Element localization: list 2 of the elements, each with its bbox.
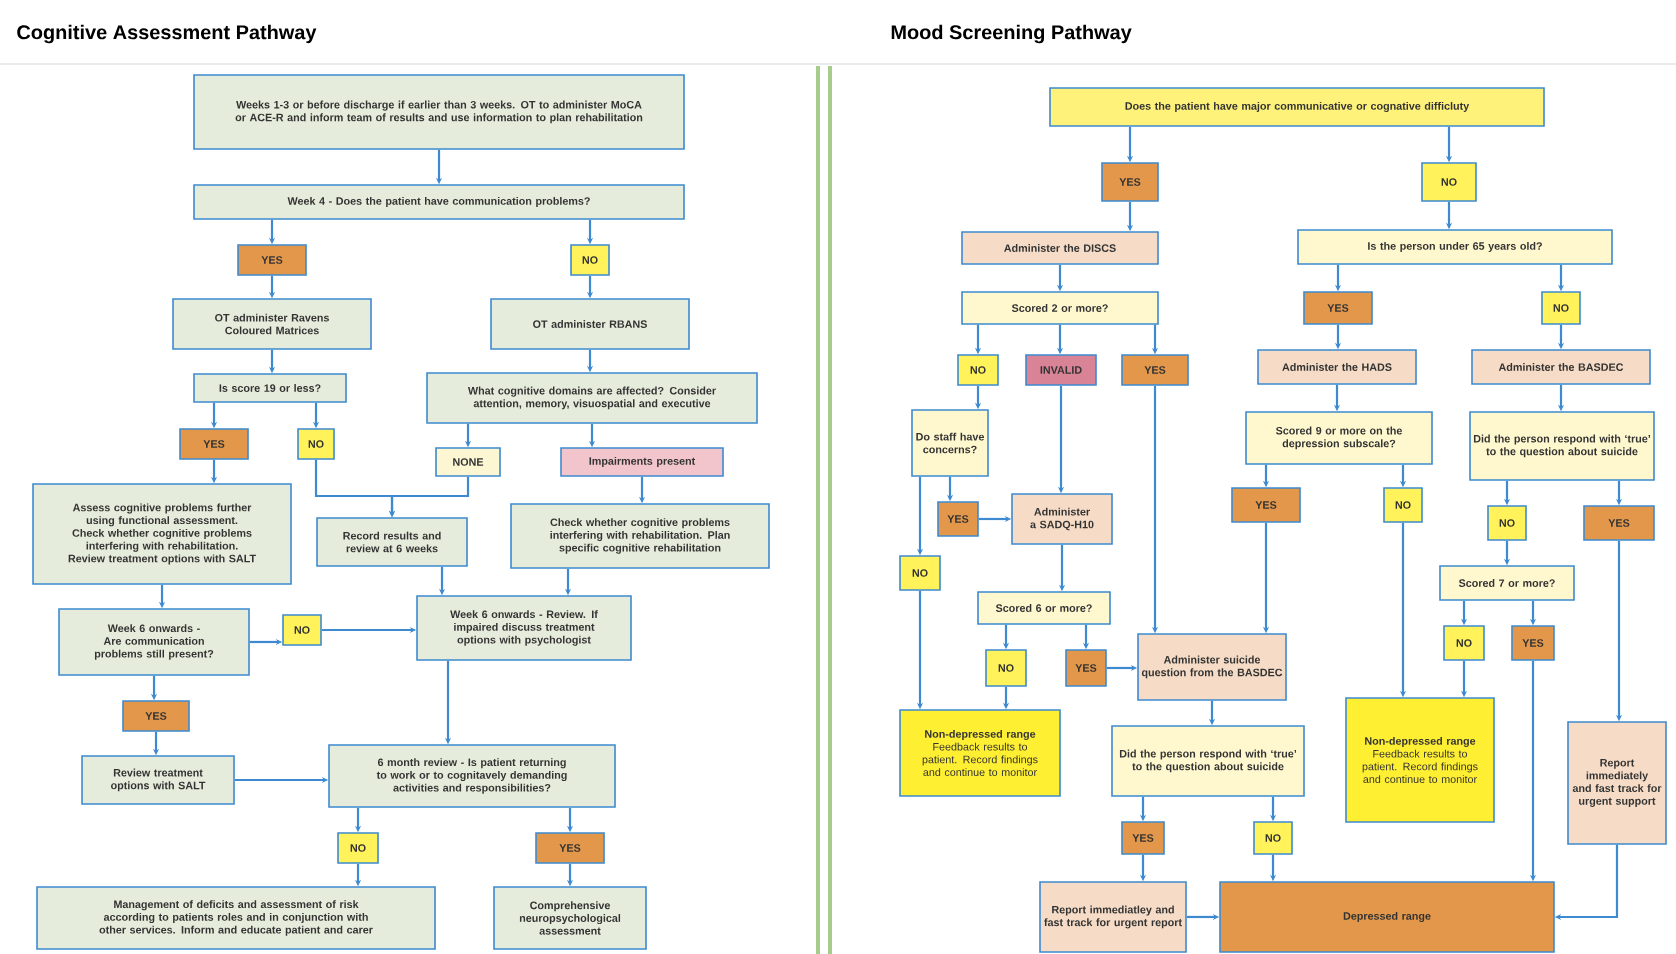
heading: Cognitive Assessment Pathway <box>17 24 317 44</box>
heading: Mood Screening Pathway <box>891 24 1132 44</box>
